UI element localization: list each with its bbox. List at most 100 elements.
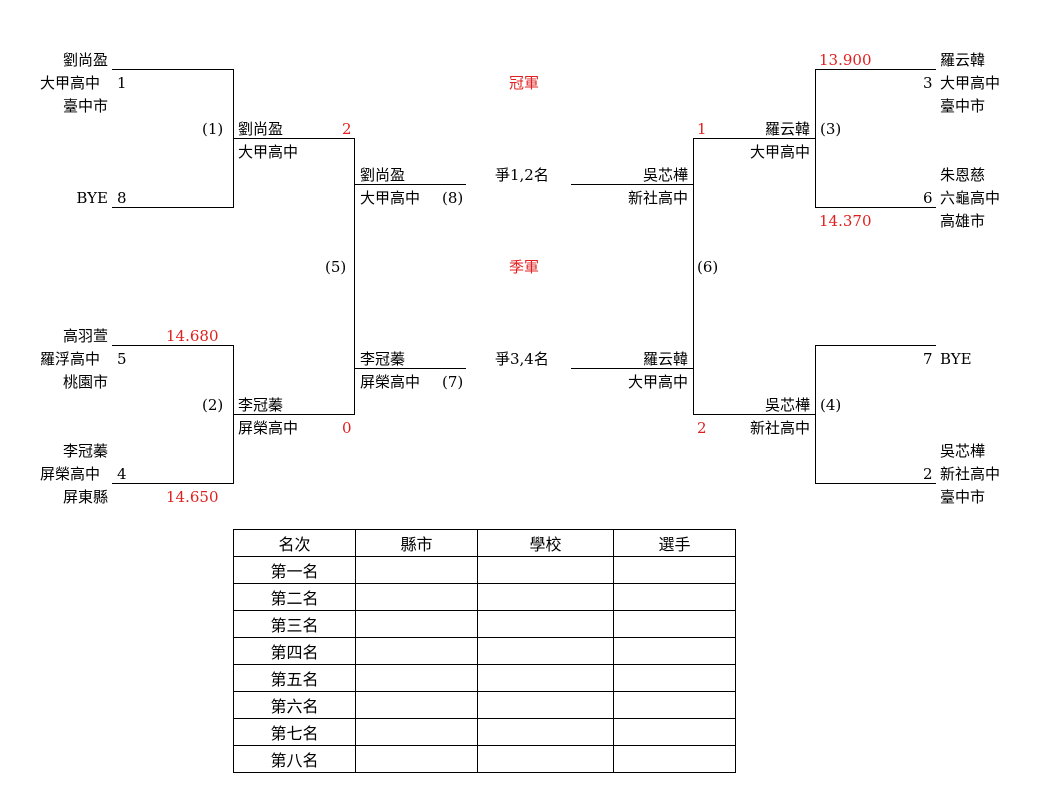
bracket-line xyxy=(815,207,936,208)
rank-city-cell[interactable] xyxy=(355,610,478,638)
bracket-line xyxy=(354,184,466,185)
match-label: (3) xyxy=(820,120,842,138)
ranking-table: 名次 縣市 學校 選手 第一名 第二名 第三名 第四名 第五名 第六名 第七名 … xyxy=(233,529,736,773)
player-school: 六龜高中 xyxy=(940,189,1001,207)
rank-school-cell[interactable] xyxy=(477,583,614,611)
bracket-line xyxy=(693,414,816,415)
finalist-name: 吳芯樺 xyxy=(642,166,688,184)
bracket-line xyxy=(233,138,355,139)
player-name: 李冠蓁 xyxy=(62,442,108,460)
rank-school-cell[interactable] xyxy=(477,637,614,665)
round-label: 爭1,2名 xyxy=(495,166,549,184)
player-score: 14.680 xyxy=(166,327,219,345)
winner-school: 新社高中 xyxy=(749,419,810,437)
player-name: BYE xyxy=(940,350,972,368)
bracket-line xyxy=(693,138,816,139)
player-seed: 6 xyxy=(923,189,933,207)
round-label: 爭3,4名 xyxy=(495,350,549,368)
match-score: 0 xyxy=(342,419,352,437)
rank-player-cell[interactable] xyxy=(613,745,736,773)
ranking-header: 名次 xyxy=(233,529,356,557)
rank-label: 第六名 xyxy=(233,691,356,719)
player-name: BYE xyxy=(76,189,108,207)
bracket-line xyxy=(693,138,694,415)
player-name: 朱恩慈 xyxy=(940,166,986,184)
player-seed: 7 xyxy=(923,350,933,368)
ranking-row: 第六名 xyxy=(233,691,736,719)
rank-label: 第四名 xyxy=(233,637,356,665)
rank-city-cell[interactable] xyxy=(355,718,478,746)
rank-school-cell[interactable] xyxy=(477,718,614,746)
rank-school-cell[interactable] xyxy=(477,691,614,719)
third-place-school: 屏榮高中 xyxy=(360,373,421,391)
third-place-title: 季軍 xyxy=(509,258,540,276)
player-school: 大甲高中 xyxy=(40,74,101,92)
rank-player-cell[interactable] xyxy=(613,691,736,719)
rank-label: 第三名 xyxy=(233,610,356,638)
rank-city-cell[interactable] xyxy=(355,691,478,719)
winner-name: 劉尚盈 xyxy=(238,120,284,138)
player-seed: 4 xyxy=(117,465,127,483)
bracket-line xyxy=(112,69,234,70)
player-seed: 1 xyxy=(117,74,127,92)
player-school: 新社高中 xyxy=(940,465,1001,483)
rank-player-cell[interactable] xyxy=(613,664,736,692)
winner-school: 大甲高中 xyxy=(238,143,299,161)
ranking-row: 第四名 xyxy=(233,637,736,665)
player-city: 高雄市 xyxy=(940,212,986,230)
player-name: 高羽萱 xyxy=(62,327,108,345)
player-seed: 5 xyxy=(117,350,127,368)
player-score: 13.900 xyxy=(819,51,872,69)
champion-title: 冠軍 xyxy=(509,74,540,92)
rank-school-cell[interactable] xyxy=(477,664,614,692)
ranking-header: 選手 xyxy=(613,529,736,557)
rank-player-cell[interactable] xyxy=(613,610,736,638)
winner-school: 大甲高中 xyxy=(749,143,810,161)
rank-city-cell[interactable] xyxy=(355,583,478,611)
rank-label: 第一名 xyxy=(233,556,356,584)
match-label: (5) xyxy=(325,258,347,276)
player-city: 屏東縣 xyxy=(62,488,108,506)
match-label: (7) xyxy=(442,373,464,391)
bracket-line xyxy=(112,207,234,208)
player-name: 吳芯樺 xyxy=(940,442,986,460)
player-city: 臺中市 xyxy=(62,97,108,115)
rank-city-cell[interactable] xyxy=(355,637,478,665)
ranking-row: 第三名 xyxy=(233,610,736,638)
rank-city-cell[interactable] xyxy=(355,664,478,692)
finalist-school: 大甲高中 xyxy=(360,189,421,207)
match-score: 1 xyxy=(697,120,707,138)
bracket-line xyxy=(112,345,234,346)
ranking-row: 第七名 xyxy=(233,718,736,746)
rank-player-cell[interactable] xyxy=(613,583,736,611)
rank-city-cell[interactable] xyxy=(355,556,478,584)
winner-school: 屏榮高中 xyxy=(238,419,299,437)
rank-player-cell[interactable] xyxy=(613,718,736,746)
player-school: 羅浮高中 xyxy=(40,350,101,368)
match-label: (1) xyxy=(202,120,224,138)
player-city: 桃園市 xyxy=(62,373,108,391)
match-label: (8) xyxy=(442,189,464,207)
ranking-header: 學校 xyxy=(477,529,614,557)
third-place-name: 羅云韓 xyxy=(642,350,688,368)
rank-player-cell[interactable] xyxy=(613,637,736,665)
ranking-header-row: 名次 縣市 學校 選手 xyxy=(233,529,736,557)
finalist-school: 新社高中 xyxy=(627,189,688,207)
bracket-line xyxy=(354,138,355,415)
winner-name: 羅云韓 xyxy=(764,120,810,138)
bracket-line xyxy=(354,368,466,369)
ranking-row: 第二名 xyxy=(233,583,736,611)
rank-city-cell[interactable] xyxy=(355,745,478,773)
rank-school-cell[interactable] xyxy=(477,745,614,773)
rank-player-cell[interactable] xyxy=(613,556,736,584)
player-school: 大甲高中 xyxy=(940,74,1001,92)
rank-label: 第二名 xyxy=(233,583,356,611)
rank-school-cell[interactable] xyxy=(477,556,614,584)
bracket-line xyxy=(815,483,936,484)
bracket-line xyxy=(112,483,234,484)
rank-label: 第五名 xyxy=(233,664,356,692)
match-score: 2 xyxy=(697,419,707,437)
rank-school-cell[interactable] xyxy=(477,610,614,638)
bracket-line xyxy=(571,184,694,185)
bracket-line xyxy=(815,69,936,70)
